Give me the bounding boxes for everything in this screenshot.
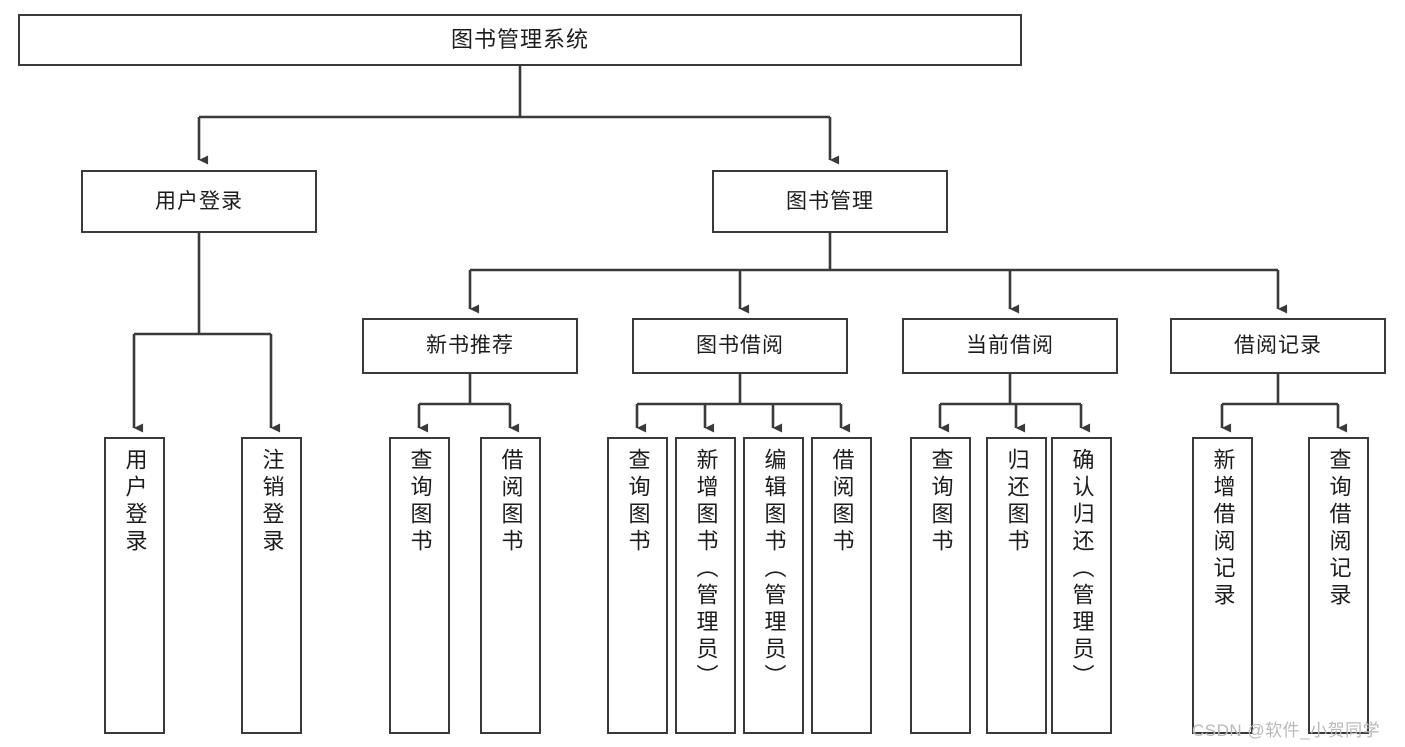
leaf-return-book[interactable]: 归还图书 — [986, 437, 1047, 734]
node-new-book-recommend[interactable]: 新书推荐 — [362, 318, 578, 374]
leaf-borrow-book[interactable]: 借阅图书 — [811, 437, 872, 734]
node-label: 图书借阅 — [696, 334, 784, 358]
node-label: 查询图书 — [928, 448, 954, 556]
leaf-query-book-current-borrow[interactable]: 查询图书 — [910, 437, 971, 734]
node-label: 借阅图书 — [829, 448, 855, 556]
node-root-book-management-system[interactable]: 图书管理系统 — [18, 14, 1022, 66]
leaf-confirm-return-admin[interactable]: 确认归还（管理员） — [1051, 437, 1112, 734]
node-label: 图书管理 — [786, 189, 874, 213]
node-label: 确认归还（管理员） — [1069, 448, 1095, 691]
node-book-management[interactable]: 图书管理 — [712, 170, 948, 233]
leaf-user-login[interactable]: 用户登录 — [104, 437, 165, 734]
node-current-borrow[interactable]: 当前借阅 — [902, 318, 1118, 374]
node-label: 用户登录 — [155, 189, 243, 213]
leaf-edit-book-admin[interactable]: 编辑图书（管理员） — [743, 437, 804, 734]
leaf-add-borrow-record[interactable]: 新增借阅记录 — [1192, 437, 1253, 734]
node-label: 借阅图书 — [498, 448, 524, 556]
node-label: 用户登录 — [122, 448, 148, 556]
node-label: 查询图书 — [407, 448, 433, 556]
node-label: 注销登录 — [259, 448, 285, 556]
leaf-query-book-new-recommend[interactable]: 查询图书 — [389, 437, 450, 734]
leaf-add-book-admin[interactable]: 新增图书（管理员） — [675, 437, 736, 734]
leaf-query-book-borrow[interactable]: 查询图书 — [607, 437, 668, 734]
node-label: 归还图书 — [1004, 448, 1030, 556]
node-label: 新书推荐 — [426, 334, 514, 358]
node-label: 查询借阅记录 — [1326, 448, 1352, 610]
node-user-login[interactable]: 用户登录 — [81, 170, 317, 233]
leaf-borrow-book-new-recommend[interactable]: 借阅图书 — [480, 437, 541, 734]
node-label: 新增图书（管理员） — [693, 448, 719, 691]
node-borrow-record[interactable]: 借阅记录 — [1170, 318, 1386, 374]
node-label: 编辑图书（管理员） — [761, 448, 787, 691]
leaf-query-borrow-record[interactable]: 查询借阅记录 — [1308, 437, 1369, 734]
leaf-user-logout[interactable]: 注销登录 — [241, 437, 302, 734]
node-label: 查询图书 — [625, 448, 651, 556]
node-label: 当前借阅 — [966, 334, 1054, 358]
node-label: 图书管理系统 — [450, 26, 589, 52]
node-label: 借阅记录 — [1234, 334, 1322, 358]
node-book-borrow[interactable]: 图书借阅 — [632, 318, 848, 374]
node-label: 新增借阅记录 — [1210, 448, 1236, 610]
